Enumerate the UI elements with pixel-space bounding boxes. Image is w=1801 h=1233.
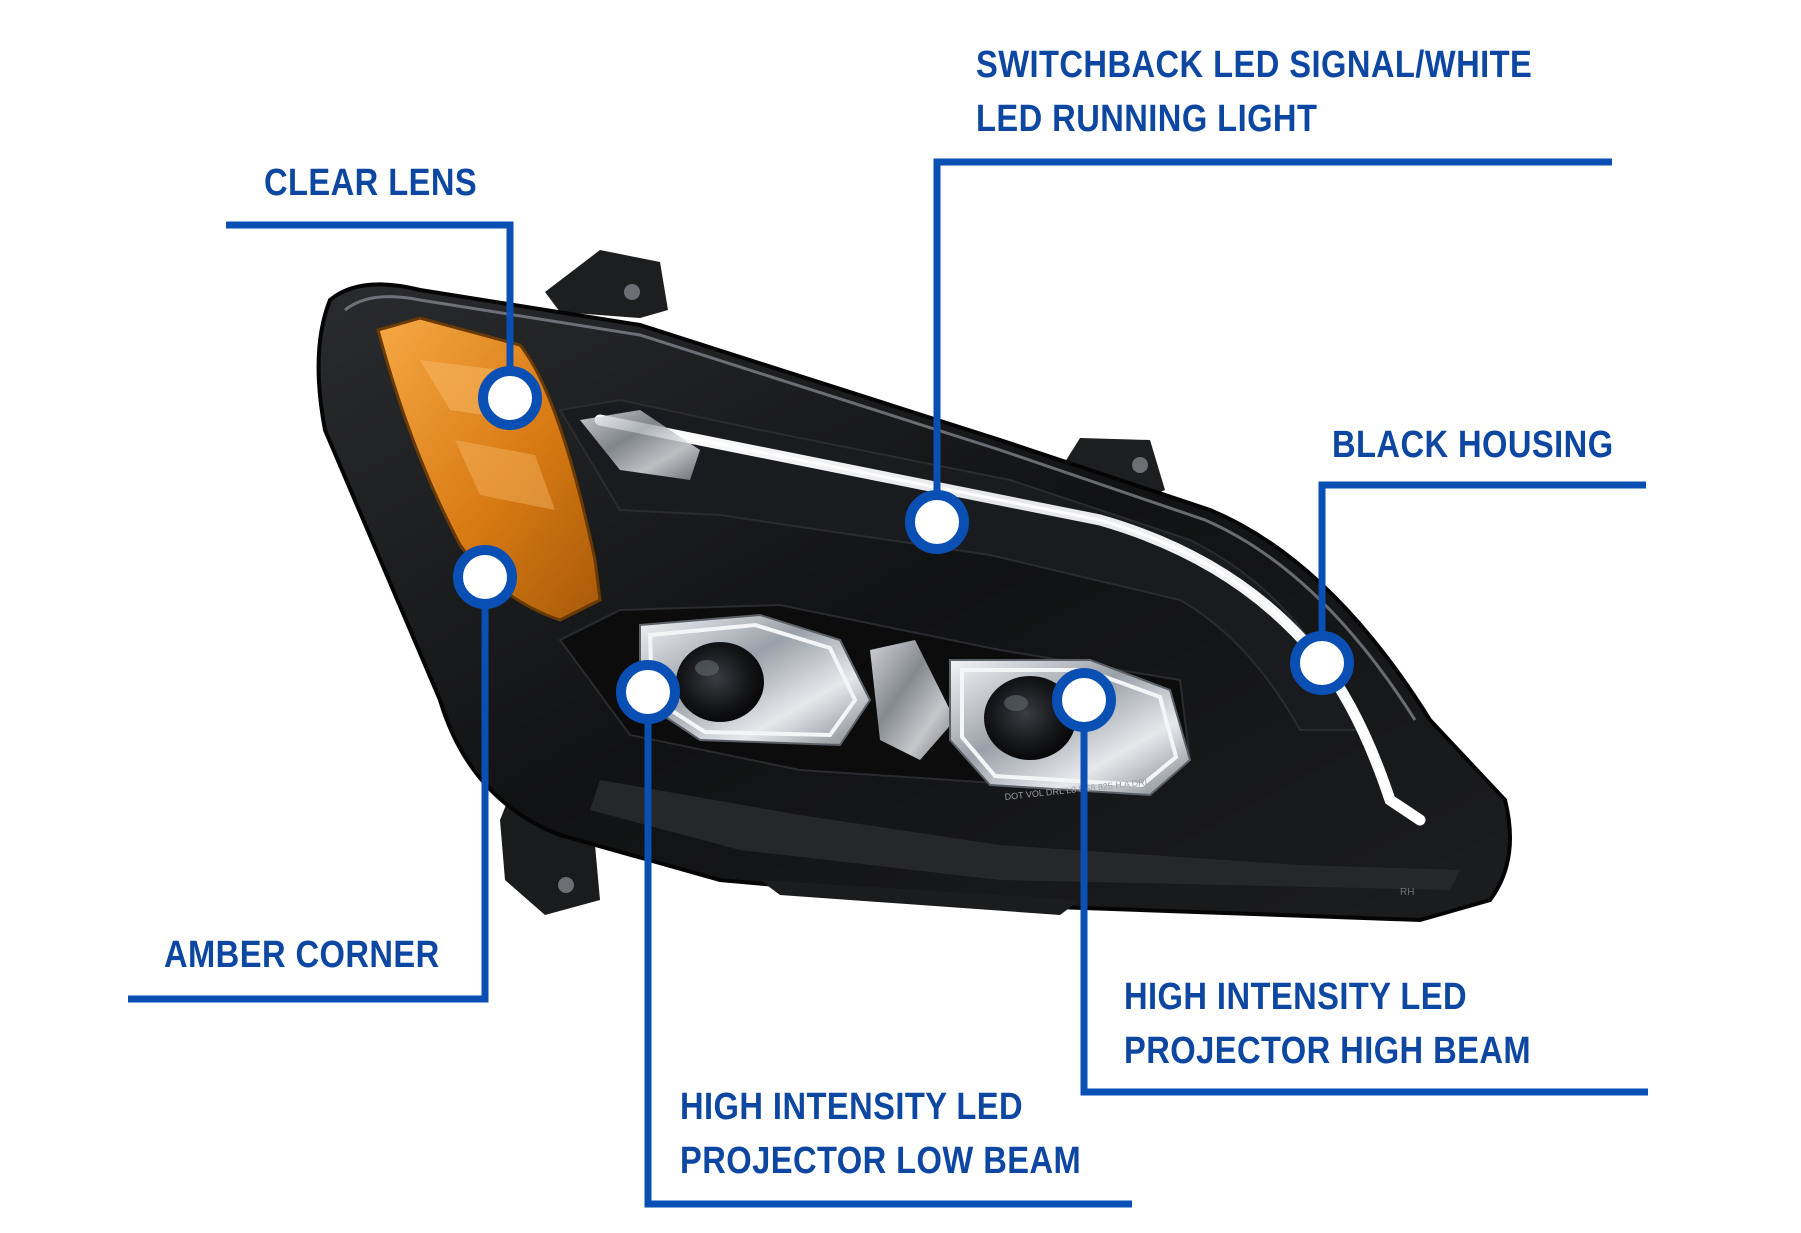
label-line: HIGH INTENSITY LED — [1124, 976, 1468, 1018]
center-chrome-reflector — [870, 640, 955, 760]
label-line: SWITCHBACK LED SIGNAL/WHITE — [976, 44, 1533, 86]
leader-high-beam — [1080, 700, 1648, 1096]
label-black-housing: BLACK HOUSING — [1332, 418, 1614, 472]
mount-hole-bottom — [558, 877, 574, 893]
label-line: PROJECTOR LOW BEAM — [680, 1140, 1082, 1182]
marker-high-beam-dot — [1052, 668, 1116, 732]
label-line: AMBER CORNER — [164, 934, 440, 976]
label-line: LED RUNNING LIGHT — [976, 98, 1318, 140]
marker-low-beam-dot — [616, 660, 680, 724]
marker-black-housing-dot — [1290, 631, 1354, 695]
low-beam-lens-highlight — [695, 660, 719, 676]
lower-trim — [590, 780, 1460, 890]
label-switchback-led: SWITCHBACK LED SIGNAL/WHITE LED RUNNING … — [976, 38, 1532, 146]
label-line: PROJECTOR HIGH BEAM — [1124, 1030, 1532, 1072]
amber-corner-lens — [376, 316, 602, 622]
label-high-beam: HIGH INTENSITY LED PROJECTOR HIGH BEAM — [1124, 970, 1531, 1078]
label-clear-lens: CLEAR LENS — [264, 156, 477, 210]
side-marking: RH — [1400, 887, 1414, 898]
label-line: HIGH INTENSITY LED — [680, 1086, 1024, 1128]
callout-dots — [453, 366, 1354, 732]
marker-amber-corner-dot — [453, 545, 517, 609]
low-beam-lens — [676, 642, 764, 722]
label-amber-corner: AMBER CORNER — [164, 928, 440, 982]
label-line: CLEAR LENS — [264, 162, 478, 204]
callout-lines — [128, 158, 1648, 1208]
bottom-ribs — [760, 880, 1080, 915]
leader-amber-corner — [128, 577, 489, 1003]
label-low-beam: HIGH INTENSITY LED PROJECTOR LOW BEAM — [680, 1080, 1081, 1188]
high-beam-lens-highlight — [1004, 695, 1028, 711]
leader-clear-lens — [226, 221, 514, 398]
mount-hole-mid — [1132, 457, 1148, 473]
leader-switchback-led — [933, 158, 1612, 522]
label-line: BLACK HOUSING — [1332, 424, 1614, 466]
mount-hole-top — [624, 284, 640, 300]
marker-clear-lens-dot — [478, 366, 542, 430]
mounting-tab-top — [545, 250, 668, 318]
led-signal-strip-glow — [599, 418, 1421, 822]
leader-low-beam — [644, 692, 1132, 1208]
clear-lens-edge — [344, 295, 1417, 721]
leader-black-housing — [1318, 481, 1646, 663]
chrome-accent — [580, 410, 700, 480]
amber-lens-facet — [455, 440, 555, 510]
low-beam-projector — [639, 613, 872, 747]
marker-switchback-led-dot — [905, 490, 969, 554]
